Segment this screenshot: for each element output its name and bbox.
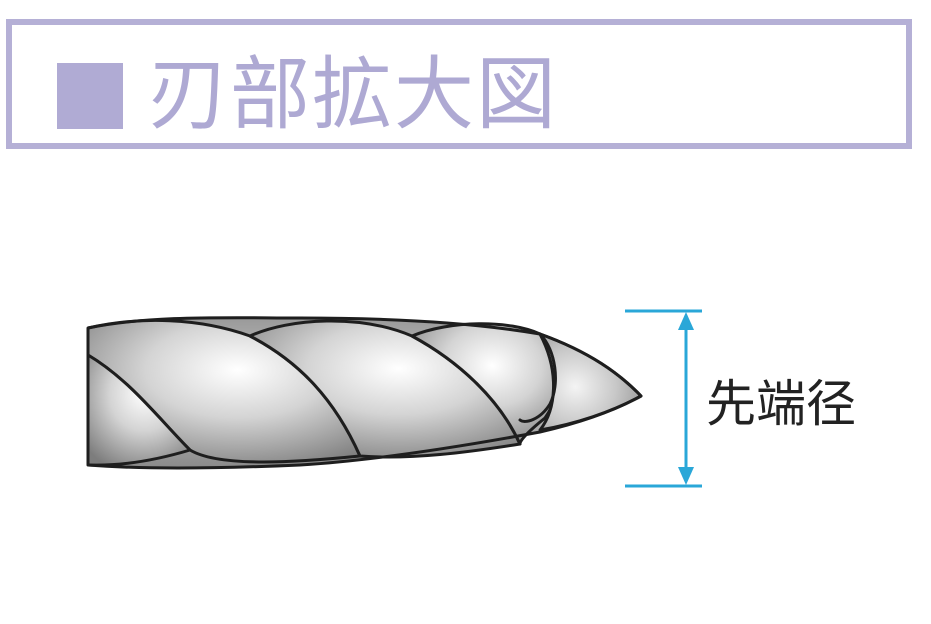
arrow-up-icon	[678, 312, 694, 330]
drill-flute-lower-1	[86, 353, 192, 467]
drill-flute-curl	[518, 332, 557, 423]
drill-outline	[87, 316, 643, 470]
square-bullet-icon	[57, 63, 123, 129]
drill-flute-lobe-3	[410, 322, 560, 446]
header-frame: 刃部拡大図	[6, 19, 912, 149]
page-title: 刃部拡大図	[148, 48, 558, 141]
arrow-down-icon	[678, 467, 694, 485]
dimension-label: 先端径	[706, 375, 856, 433]
